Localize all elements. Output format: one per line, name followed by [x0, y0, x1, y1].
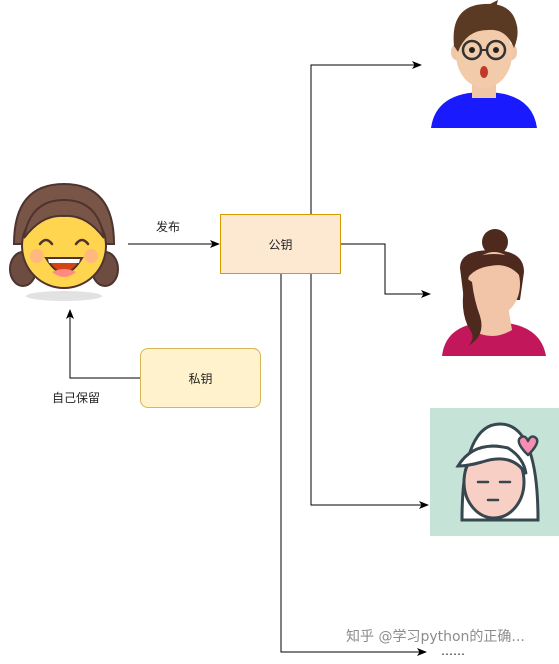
to-more-arrow: [280, 274, 427, 656]
more-recipients-label: ……: [441, 644, 465, 658]
to-woman-arrow: [341, 243, 431, 298]
to-girl-arrow: [310, 274, 429, 509]
girl-with-heart-clip-avatar: [430, 408, 559, 536]
private-key-label: 私钥: [188, 371, 213, 386]
private-key-node: 私钥: [140, 348, 261, 408]
publish-edge-label: 发布: [156, 220, 181, 234]
connectors: [66, 61, 431, 656]
watermark-text: 知乎 @学习python的正确...: [346, 629, 525, 645]
smiling-girl-avatar: [9, 182, 119, 301]
woman-with-bun-avatar: [442, 229, 546, 356]
boy-with-glasses-avatar: [431, 0, 537, 128]
to-boy-arrow: [310, 61, 422, 214]
public-key-node: 公钥: [220, 214, 341, 274]
public-key-label: 公钥: [268, 237, 293, 252]
keep-private-arrow: [66, 309, 140, 379]
keep-private-edge-label: 自己保留: [52, 391, 101, 405]
